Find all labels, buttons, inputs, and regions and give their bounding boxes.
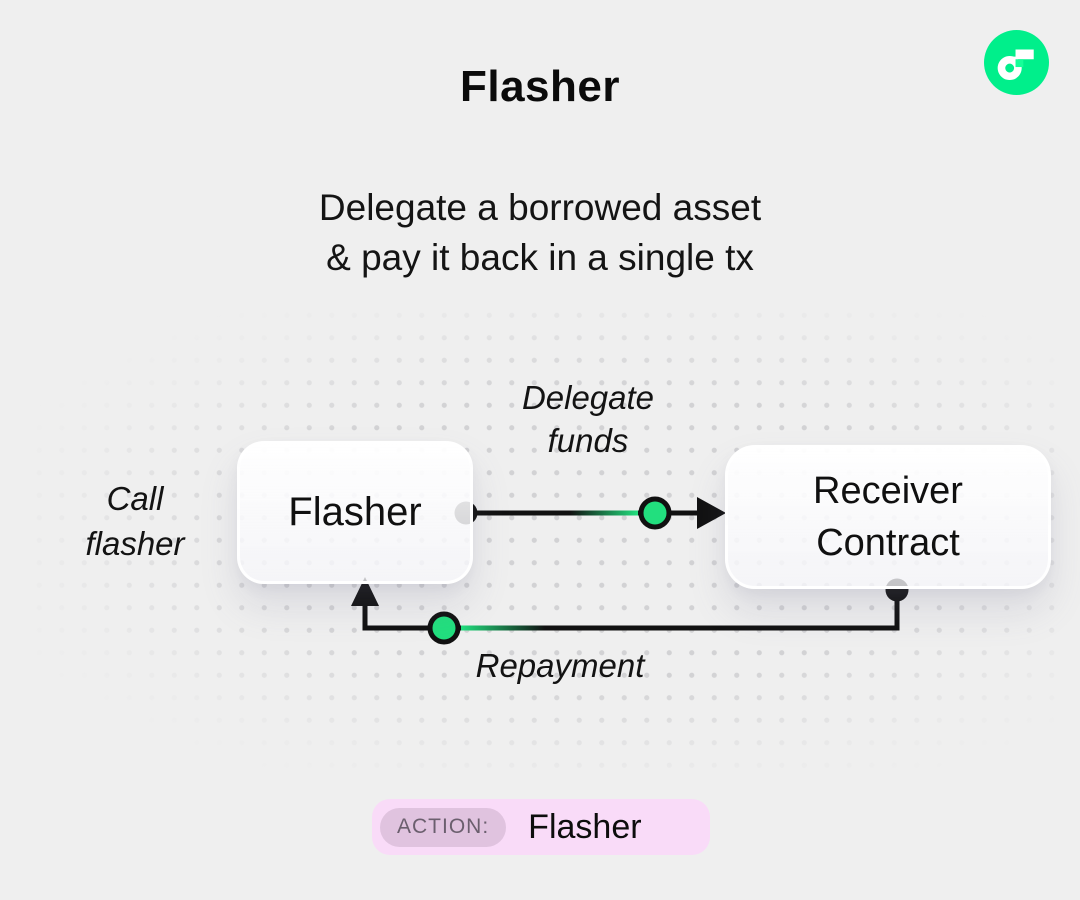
flow-logo-icon [984,30,1049,95]
node-receiver-label-line-1: Receiver [813,470,963,512]
subtitle-line-1: Delegate a borrowed asset [318,187,762,228]
page-title: Flasher [459,62,620,111]
side-label-call-flasher: Call flasher [30,476,240,566]
node-flasher-label: Flasher [288,490,422,534]
node-flasher: Flasher [237,441,473,584]
edge-label-delegate-funds: Delegate funds [458,376,718,462]
call-label-line-2: flasher [85,525,185,562]
action-pill: ACTION: Flasher [372,799,710,855]
delegate-label-line-2: funds [547,422,629,459]
page-subtitle: Delegate a borrowed asset & pay it back … [0,183,1080,283]
action-tag-badge: ACTION: [380,807,507,847]
edge-label-repayment: Repayment [475,647,645,684]
action-value: Flasher [528,807,642,846]
node-receiver-label-line-2: Contract [816,522,960,564]
subtitle-line-2: & pay it back in a single tx [326,237,754,278]
delegate-label-line-1: Delegate [521,379,655,416]
node-receiver-contract: Receiver Contract [725,445,1051,589]
call-label-line-1: Call [106,480,164,517]
